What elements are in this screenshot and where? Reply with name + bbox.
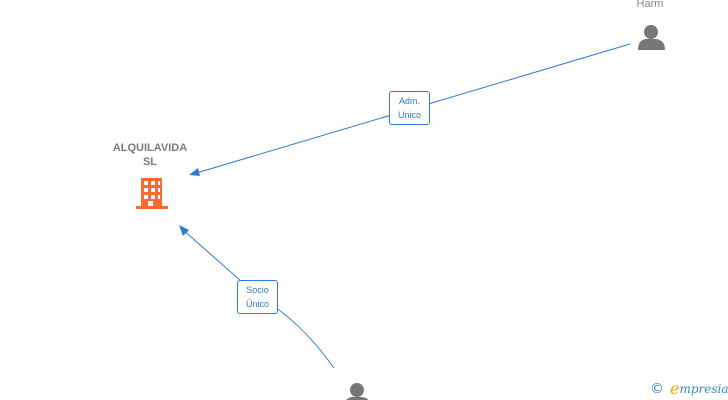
building-icon[interactable]	[136, 178, 168, 209]
brand-watermark: © e mpresia	[650, 380, 728, 398]
brand-name: mpresia	[679, 382, 728, 396]
edge-label-adm-line2: Unico	[397, 110, 421, 120]
edge-label-adm-line1: Adm.	[398, 96, 420, 106]
edge-arrowhead-socio	[179, 225, 189, 236]
edge-label-socio-line2: Único	[245, 299, 269, 309]
person-icon[interactable]	[344, 383, 371, 400]
company-name-line1: ALQUILAVIDA	[112, 142, 188, 154]
copyright-symbol: ©	[650, 381, 664, 397]
edge-label-socio: Socio Único	[237, 280, 278, 314]
edge-label-adm: Adm. Unico	[389, 91, 430, 125]
company-name-label[interactable]: ALQUILAVIDA SL	[96, 141, 204, 169]
company-name-line2: SL	[142, 156, 158, 168]
edge-label-socio-line1: Socio	[246, 285, 269, 295]
person-icon[interactable]	[638, 25, 665, 50]
brand-initial: e	[670, 379, 680, 398]
edge-arrowhead-adm	[189, 168, 200, 176]
person-name-label[interactable]: Harm	[636, 0, 664, 10]
